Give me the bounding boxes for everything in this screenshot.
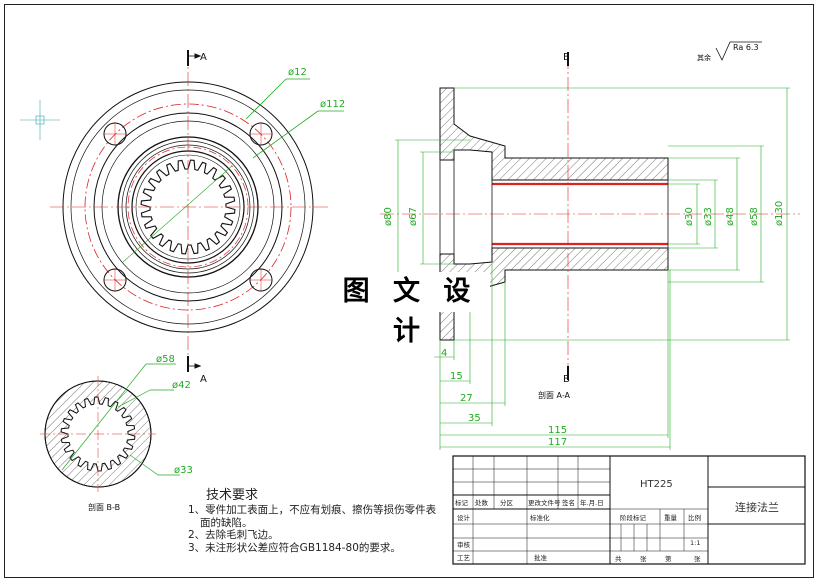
drawing-frame bbox=[4, 4, 814, 578]
tb-design: 设计 bbox=[457, 513, 471, 522]
dim-d33: ø33 bbox=[174, 465, 193, 476]
dim-d30: ø30 bbox=[684, 207, 695, 226]
section-b-b-view bbox=[40, 363, 180, 492]
requirement-1: 1、零件加工表面上，不应有划痕、擦伤等损伤零件表 bbox=[188, 504, 437, 516]
tb-process: 工艺 bbox=[457, 554, 471, 562]
tb-stage: 阶段标记 bbox=[620, 513, 647, 522]
right-dimension-lines bbox=[454, 87, 790, 341]
tb-material: HT225 bbox=[640, 479, 673, 490]
tb-header-date: 年.月.日 bbox=[580, 498, 604, 507]
tb-standard: 标准化 bbox=[530, 513, 550, 522]
tb-header-zone: 分区 bbox=[500, 498, 514, 507]
dim-d67: ø67 bbox=[408, 207, 419, 226]
length-dimension-lines bbox=[434, 264, 671, 450]
dim-l35: 35 bbox=[468, 413, 481, 424]
tb-part-name: 连接法兰 bbox=[735, 500, 779, 514]
tb-sheet: 张 bbox=[640, 554, 647, 563]
dim-d12: ø12 bbox=[288, 67, 307, 78]
watermark-text: 图 文 设 计 bbox=[330, 272, 490, 347]
requirements-title: 技术要求 bbox=[206, 488, 259, 503]
left-dimension-lines bbox=[395, 139, 470, 289]
section-mark-a-top: A bbox=[200, 52, 207, 63]
section-a-a-view bbox=[380, 52, 800, 450]
tb-total: 共 bbox=[615, 554, 622, 563]
dim-l4: 4 bbox=[441, 348, 447, 359]
dim-d80: ø80 bbox=[383, 207, 394, 226]
dim-l117: 117 bbox=[548, 437, 567, 448]
dim-l15: 15 bbox=[450, 371, 463, 382]
roughness-prefix: 其余 bbox=[697, 53, 711, 62]
section-bb-label: 剖面 B-B bbox=[88, 502, 120, 512]
dim-d58-bb: ø58 bbox=[156, 354, 175, 365]
requirement-2: 2、去除毛刺飞边。 bbox=[188, 529, 279, 541]
dim-d58: ø58 bbox=[749, 207, 760, 226]
bolt-circle bbox=[84, 103, 292, 311]
dim-l27: 27 bbox=[460, 393, 473, 404]
tb-sheet2: 张 bbox=[694, 554, 701, 563]
dim-d48: ø48 bbox=[725, 207, 736, 226]
tb-ratio: 比例 bbox=[688, 513, 701, 522]
dim-l115: 115 bbox=[548, 425, 567, 436]
dim-d130: ø130 bbox=[774, 201, 785, 226]
tb-nth: 第 bbox=[665, 554, 672, 563]
requirement-1-cont: 面的缺陷。 bbox=[200, 517, 253, 529]
tb-header-sign: 签名 bbox=[562, 498, 575, 507]
title-block bbox=[452, 455, 806, 565]
requirement-3: 3、未注形状公差应符合GB1184-80的要求。 bbox=[188, 542, 401, 554]
dim-d33b: ø33 bbox=[703, 207, 714, 226]
tb-scale: 1:1 bbox=[690, 539, 700, 547]
tb-header-mark: 标记 bbox=[455, 498, 469, 507]
section-aa-label: 剖面 A-A bbox=[538, 390, 571, 400]
body-upper-section bbox=[439, 87, 669, 181]
dim-d112: ø112 bbox=[320, 99, 345, 110]
roughness-value: Ra 6.3 bbox=[733, 43, 759, 52]
section-mark-a-bottom: A bbox=[200, 374, 207, 385]
section-mark-b-bottom: B bbox=[563, 374, 570, 385]
tb-review: 审核 bbox=[457, 540, 471, 549]
tb-approve: 批准 bbox=[534, 553, 548, 562]
dim-d42: ø42 bbox=[172, 380, 191, 391]
section-mark-b-top: B bbox=[563, 52, 570, 63]
tb-header-doc: 更改文件号 bbox=[528, 498, 561, 507]
roughness-symbol bbox=[715, 41, 762, 61]
tb-header-count: 处数 bbox=[475, 498, 489, 507]
tb-weight: 重量 bbox=[664, 514, 678, 522]
front-view bbox=[20, 50, 344, 372]
